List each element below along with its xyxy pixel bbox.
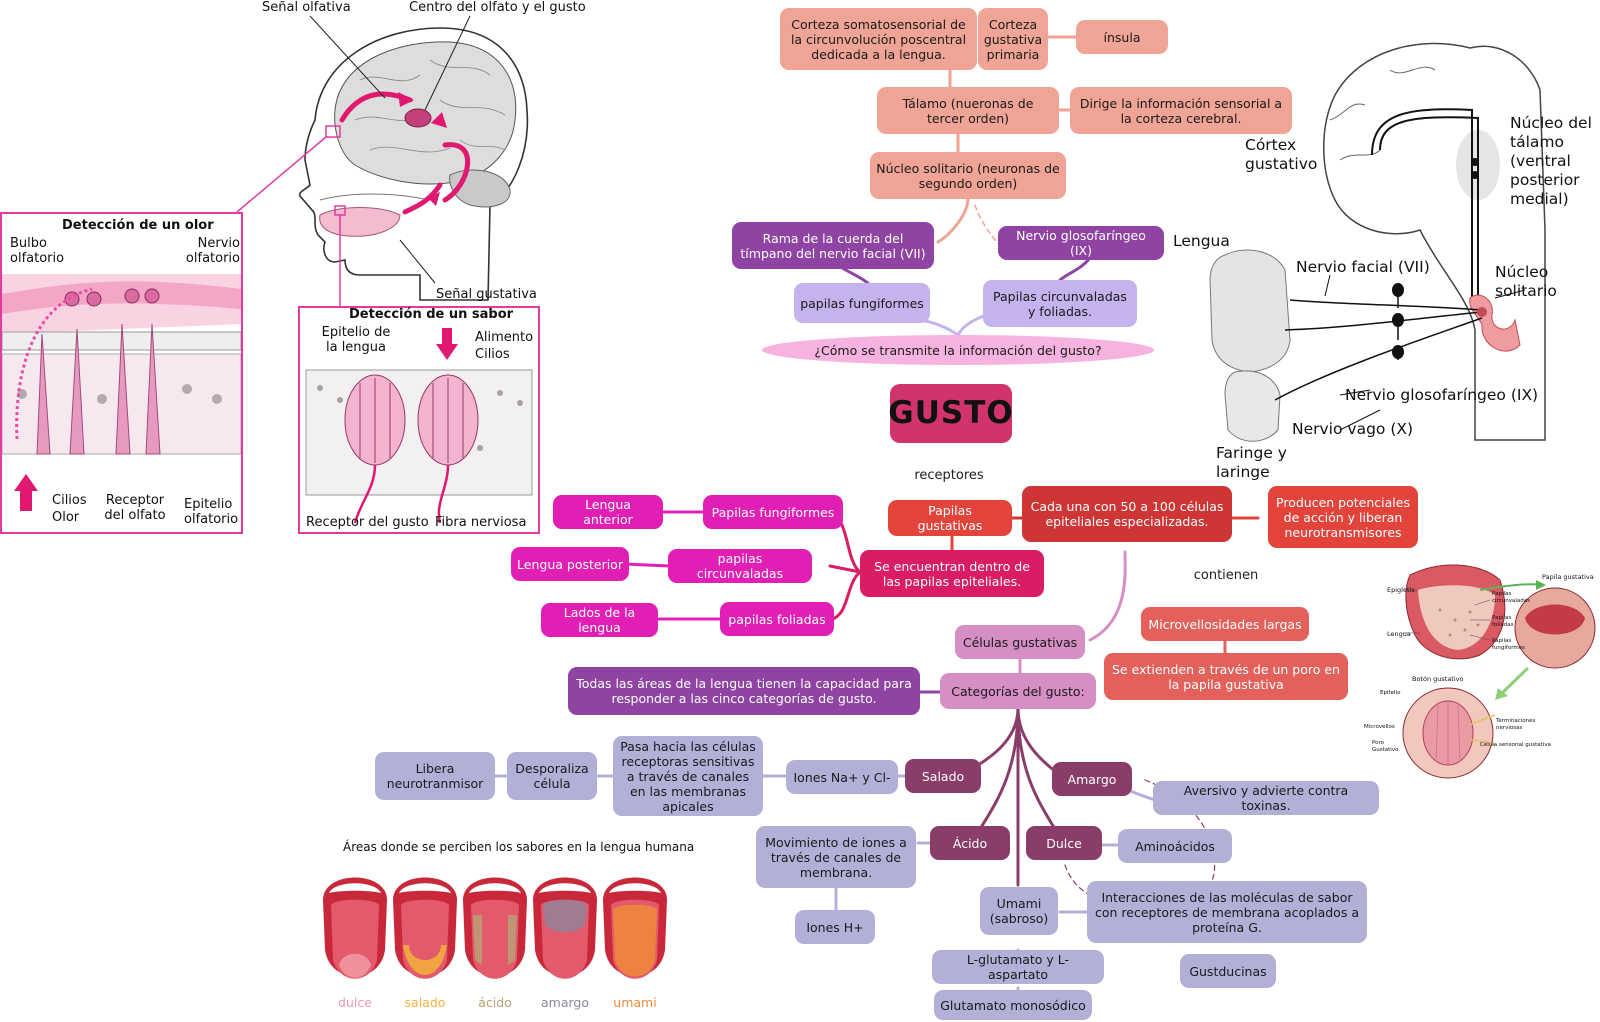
tb-epiglotis: Epiglotis [1387,586,1415,594]
tongue-label-umami: umami [613,995,657,1010]
aversivo-node[interactable]: Aversivo y advierte contra toxinas. [1153,781,1379,815]
tb-microvellos: Microvellos [1364,724,1395,730]
corteza-gustativa-node[interactable]: Corteza gustativa primaria [978,8,1048,70]
receptores-label: receptores [914,468,984,483]
papilas-gustativas-node[interactable]: Papilas gustativas [888,500,1012,536]
papilas-fungiformes-node[interactable]: Papilas fungiformes [703,495,843,529]
libera-node[interactable]: Libera neurotranmisor [375,752,495,800]
dentro-papilas-node[interactable]: Se encuentran dentro de las papilas epit… [860,550,1044,597]
dirige-node[interactable]: Dirige la información sensorial a la cor… [1070,87,1292,134]
tb-papilas-fung: Papilas fungiformes [1492,638,1525,651]
nucleo-solitario-node[interactable]: Núcleo solitario (neuronas de segundo or… [870,152,1066,199]
iones-h-node[interactable]: Iones H+ [795,910,875,944]
bulbo-label: Bulbo olfatorio [10,236,65,266]
talamo-node[interactable]: Tálamo (nueronas de tercer orden) [877,87,1059,134]
cortex-label: Córtex gustativo [1245,136,1318,173]
olor-label: Olor [52,510,80,525]
tb-papilas-fol: Papilas foliadas [1492,615,1514,628]
tongue-strip-title: Áreas donde se perciben los sabores en l… [343,840,695,854]
centro-label: Centro del olfato y el gusto [409,0,586,15]
receptor-olfato-label: Receptor del olfato [104,493,166,523]
papilas-circunvaladas-top-node[interactable]: Papilas circunvaladas y foliadas. [983,280,1137,327]
taste-bud-illustration [305,328,533,524]
glosofaringeo-label: Nervio glosofaríngeo (IX) [1345,386,1539,404]
taste-detection-box [298,306,540,534]
insula-node[interactable]: ínsula [1076,20,1168,54]
nervio-facial-label: Nervio facial (VII) [1296,258,1430,276]
cilios-label: Cilios [52,493,87,508]
lados-lengua-node[interactable]: Lados de la lengua [541,603,658,637]
question-node[interactable]: ¿Cómo se transmite la información del gu… [762,335,1154,365]
cada-una-node[interactable]: Cada una con 50 a 100 células epiteliale… [1022,486,1232,542]
movimiento-node[interactable]: Movimiento de iones a través de canales … [756,826,916,888]
acido-node[interactable]: Ácido [930,826,1010,860]
odor-detection-box [0,212,243,534]
papilas-foliadas-node[interactable]: papilas foliadas [720,602,834,636]
glutamato-node[interactable]: L-glutamato y L-aspartato [932,950,1104,984]
microvellosidades-node[interactable]: Microvellosidades largas [1141,607,1309,641]
nucleo-talamo-label: Núcleo del tálamo (ventral posterior med… [1510,114,1592,208]
papilas-fungiformes-top-node[interactable]: papilas fungiformes [794,283,930,323]
tb-poro: Poro Gustativo [1372,740,1399,753]
tongue-label-amargo: amargo [541,995,589,1010]
monosodico-node[interactable]: Glutamato monosódico [934,990,1092,1020]
salado-node[interactable]: Salado [905,759,981,793]
iones-na-node[interactable]: Iones Na+ y Cl- [786,760,898,794]
categorias-node[interactable]: Categorías del gusto: [940,673,1096,709]
lengua-posterior-node[interactable]: Lengua posterior [511,547,629,581]
tb-boton: Botón gustativo [1412,675,1464,683]
tb-celula: Célula sensorial gustativa [1480,742,1551,748]
tongue-label-acido: ácido [478,995,512,1010]
epitelio-lengua-label: Epitelio de la lengua [321,325,391,355]
epitelio-olfatorio-label: Epitelio olfatorio [184,497,239,527]
senal-olfativa-label: Señal olfativa [262,0,351,15]
papilas-circunvaladas-node[interactable]: papilas circunvaladas [668,549,812,583]
glosofaringeo-node[interactable]: Nervio glosofaríngeo (IX) [998,226,1164,260]
umami-node[interactable]: Umami (sabroso) [980,887,1058,935]
celulas-gustativas-node[interactable]: Células gustativas [955,625,1085,659]
odor-box-title: Detección de un olor [62,218,214,233]
vago-label: Nervio vago (X) [1292,420,1414,438]
tb-papila-gustativa: Papila gustativa [1542,573,1594,581]
tb-papilas-circ: Papilas circunvaladas [1492,591,1530,604]
gustducinas-node[interactable]: Gustducinas [1180,954,1276,988]
tb-terminaciones: Terminaciones nerviosas [1496,718,1536,731]
odor-illustration [2,274,241,511]
aminoacidos-node[interactable]: Aminoácidos [1118,829,1232,863]
dulce-node[interactable]: Dulce [1026,826,1102,860]
taste-box-title: Detección de un sabor [349,307,514,322]
se-extienden-node[interactable]: Se extienden a través de un poro en la p… [1104,653,1348,700]
interacciones-node[interactable]: Interacciones de las moléculas de sabor … [1087,881,1367,943]
nervio-olfatorio-label: Nervio olfatorio [185,236,240,266]
fibra-nerviosa-label: Fibra nerviosa [435,515,527,530]
alimento-label: Alimento [475,330,534,345]
tongue-label-dulce: dulce [338,995,372,1010]
tb-epitelio: Epitelio [1380,690,1401,696]
tongue-label-salado: salado [404,995,446,1010]
pasa-hacia-node[interactable]: Pasa hacia las células receptoras sensit… [613,736,763,816]
senal-gustativa-label: Señal gustativa [436,287,537,302]
tb-lengua: Lengua [1387,630,1411,638]
contienen-label: contienen [1193,568,1259,583]
faringe-label: Faringe y laringe [1216,444,1287,481]
lengua-label: Lengua [1173,232,1230,250]
rama-cuerda-node[interactable]: Rama de la cuerda del tímpano del nervio… [732,222,934,269]
central-topic[interactable]: GUSTO [888,384,1013,443]
amargo-node[interactable]: Amargo [1052,762,1132,796]
despolariza-node[interactable]: Desporaliza célula [507,752,597,800]
nucleo-solitario-label: Núcleo solitario [1495,263,1557,300]
todas-areas-node[interactable]: Todas las áreas de la lengua tienen la c… [568,667,920,715]
producen-node[interactable]: Producen potenciales de acción y liberan… [1268,486,1418,548]
receptor-gusto-label: Receptor del gusto [306,515,429,530]
corteza-somatosensorial-node[interactable]: Corteza somatosensorial de la circunvolu… [780,8,977,70]
cilios2-label: Cilios [475,347,510,362]
lengua-anterior-node[interactable]: Lengua anterior [553,495,663,529]
